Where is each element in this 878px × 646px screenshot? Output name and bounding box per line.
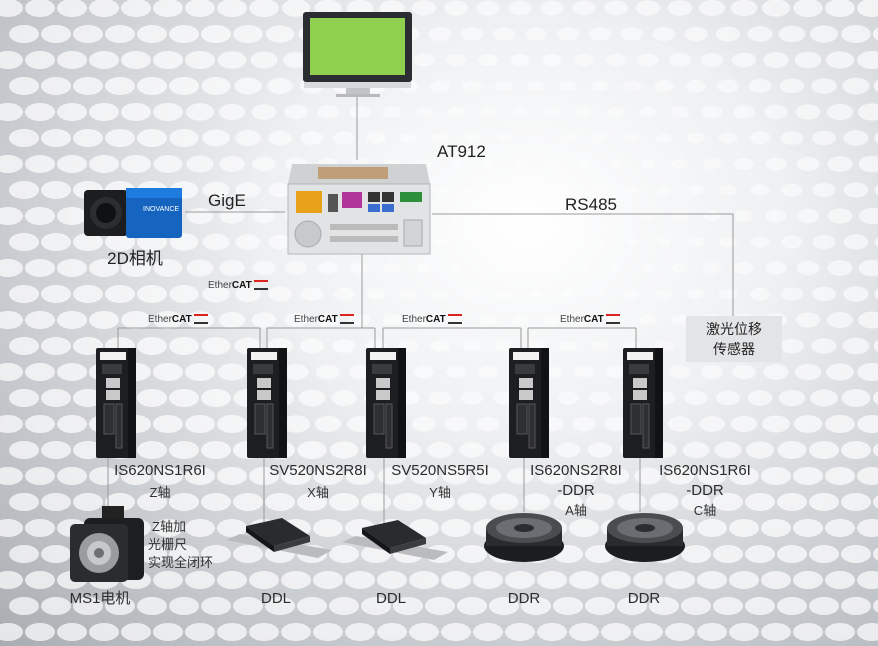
camera-label: 2D相机 [107, 249, 163, 268]
actuator-label-ddr-c: DDR [627, 590, 661, 607]
gige-label: GigE [208, 191, 246, 210]
motor-note-line3: 实现全闭环 [148, 555, 214, 570]
servo-drive-z [96, 348, 136, 463]
servo-drive-icon [366, 348, 406, 458]
ethercat-prefix: Ether [560, 314, 584, 325]
laser-displacement-sensor: 激光位移 传感器 [686, 316, 782, 362]
ethercat-arrows-icon [253, 280, 268, 291]
drive-x-model: SV520NS2R8I [269, 462, 367, 479]
servo-drive-icon [96, 348, 136, 458]
drive-c-model-line2: -DDR [686, 482, 724, 499]
ethercat-suffix: CAT [171, 314, 192, 325]
ethercat-arrows-icon [193, 314, 208, 325]
linear-motor-icon [342, 518, 448, 562]
ethercat-prefix: Ether [294, 314, 318, 325]
ethercat-label-main: EtherCAT [208, 280, 268, 291]
drive-a-axis: A轴 [565, 503, 587, 518]
ethercat-suffix: CAT [231, 280, 252, 291]
rotary-motor-icon [482, 506, 566, 564]
servo-drive-x [247, 348, 287, 463]
motor-note-line2: 光栅尺 [148, 537, 188, 552]
rs485-line [432, 213, 734, 316]
rotary-motor-icon [603, 506, 687, 564]
ethercat-arrows-icon [339, 314, 354, 325]
servo-drive-icon [623, 348, 663, 458]
ethercat-label-3: EtherCAT [402, 314, 462, 325]
drive-c-axis: C轴 [693, 503, 717, 518]
sensor-label-line2: 传感器 [713, 341, 755, 357]
controller-device [284, 158, 434, 258]
actuator-label-ddr-a: DDR [507, 590, 541, 607]
servo-motor-icon [66, 506, 146, 586]
drive-x-axis: X轴 [307, 485, 329, 500]
servo-drive-icon [247, 348, 287, 458]
ethercat-label-1: EtherCAT [148, 314, 208, 325]
ethercat-prefix: Ether [402, 314, 426, 325]
rs485-label: RS485 [565, 195, 617, 214]
ethercat-suffix: CAT [583, 314, 604, 325]
ethercat-label-2: EtherCAT [294, 314, 354, 325]
monitor-icon [302, 10, 414, 98]
controller-label: AT912 [437, 142, 486, 161]
ethercat-arrows-icon [447, 314, 462, 325]
sensor-label-line1: 激光位移 [706, 321, 762, 337]
drive-y-axis: Y轴 [429, 485, 451, 500]
ethercat-label-4: EtherCAT [560, 314, 620, 325]
drive-y-model: SV520NS5R5I [391, 462, 489, 479]
drive-c-model: IS620NS1R6I [659, 462, 751, 479]
ethercat-prefix: Ether [208, 280, 232, 291]
ethercat-suffix: CAT [317, 314, 338, 325]
drive-z-model: IS620NS1R6I [114, 462, 206, 479]
ethercat-suffix: CAT [425, 314, 446, 325]
camera-brand: INOVANCE [143, 206, 180, 213]
drive-a-model: IS620NS2R8I [530, 462, 622, 479]
servo-drive-icon [509, 348, 549, 458]
servo-drive-y [366, 348, 406, 463]
actuator-label-ddl-y: DDL [375, 590, 407, 607]
ethercat-prefix: Ether [148, 314, 172, 325]
drive-z-axis: Z轴 [149, 485, 171, 500]
servo-drive-c [623, 348, 663, 463]
motor-label: MS1电机 [69, 590, 131, 607]
ethercat-arrows-icon [605, 314, 620, 325]
drive-a-model-line2: -DDR [557, 482, 595, 499]
actuator-label-ddl-x: DDL [260, 590, 292, 607]
servo-drive-a [509, 348, 549, 463]
motor-note-line1: Z轴加 [152, 519, 186, 534]
linear-motor-icon [226, 516, 332, 560]
camera-icon [84, 184, 186, 244]
